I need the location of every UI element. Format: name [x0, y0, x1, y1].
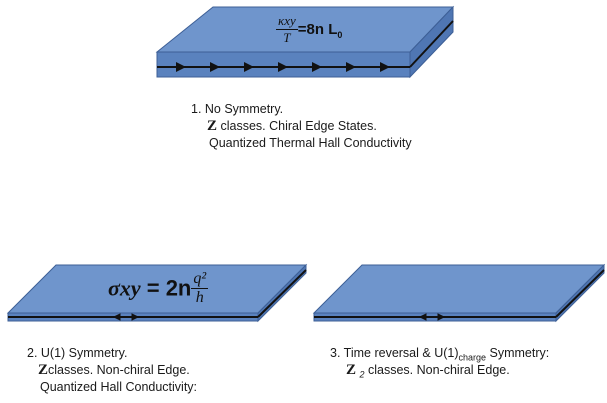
chiral-arrows	[176, 62, 390, 72]
formula-fraction: κxy T	[276, 13, 298, 46]
edge-line-side	[257, 269, 307, 318]
chiral-arrow	[278, 62, 288, 72]
edge-line-side	[555, 269, 605, 318]
caption-u1-symmetry: 2. U(1) Symmetry. Zclasses. Non-chiral E…	[27, 345, 197, 396]
chiral-arrow	[312, 62, 322, 72]
integer-symbol: Z	[207, 118, 218, 134]
formula-rhs: =8n L0	[297, 21, 343, 40]
thermal-hall-formula: κxy T =8n L0	[276, 13, 342, 46]
formula-denominator: h	[195, 289, 204, 306]
slab-side-face	[409, 5, 454, 79]
hall-conductivity-formula: σxy = 2n q² h	[108, 270, 209, 307]
caption-line-1: 1. No Symmetry.	[191, 102, 284, 116]
formula-lhs: σxy	[108, 275, 141, 301]
chiral-arrow	[380, 62, 390, 72]
chiral-arrow	[210, 62, 220, 72]
formula-denominator: T	[283, 30, 291, 45]
caption-line-2-text: classes. Non-chiral Edge.	[364, 363, 510, 377]
caption-line-1-suffix: Symmetry:	[486, 346, 550, 360]
slab-hall	[6, 263, 308, 323]
caption-line-2: Z classes. Chiral Edge States.	[191, 118, 412, 135]
caption-line-1-text: 3. Time reversal & U(1)	[330, 346, 459, 360]
nonchiral-arrow	[112, 313, 140, 321]
caption-line-1: 2. U(1) Symmetry.	[27, 346, 128, 360]
charge-subscript: charge	[458, 352, 487, 363]
slab-time-reversal	[312, 263, 606, 323]
caption-no-symmetry: 1. No Symmetry. Z classes. Chiral Edge S…	[191, 101, 412, 152]
formula-rhs-subscript: 0	[337, 30, 343, 40]
caption-line-2: Zclasses. Non-chiral Edge.	[27, 362, 197, 379]
formula-numerator: κxy	[276, 13, 298, 30]
edge-line-side	[409, 20, 454, 68]
caption-line-3: Quantized Hall Conductivity:	[40, 380, 198, 394]
integer-symbol: Z	[346, 362, 357, 378]
chiral-arrow	[244, 62, 254, 72]
formula-fraction: q² h	[191, 270, 209, 307]
chiral-arrow	[176, 62, 186, 72]
chiral-arrow	[346, 62, 356, 72]
formula-rhs-text: =8n L	[297, 21, 338, 38]
caption-line-1: 3. Time reversal & U(1)charge Symmetry:	[330, 345, 549, 362]
caption-line-2-text: classes. Chiral Edge States.	[217, 119, 377, 133]
slab-chiral	[155, 5, 455, 79]
integer-symbol: Z	[38, 362, 49, 378]
caption-line-3: Quantized Thermal Hall Conductivity	[209, 136, 412, 150]
formula-eq: = 2n	[140, 275, 192, 301]
caption-time-reversal: 3. Time reversal & U(1)charge Symmetry: …	[330, 345, 549, 379]
nonchiral-arrow	[418, 313, 446, 321]
formula-numerator: q²	[191, 270, 209, 289]
z2-subscript: 2	[359, 369, 365, 380]
caption-line-2: Z 2 classes. Non-chiral Edge.	[330, 362, 549, 379]
caption-line-2-text: classes. Non-chiral Edge.	[48, 363, 190, 377]
slab-front-face	[156, 51, 411, 78]
slab-top-face	[312, 264, 606, 314]
